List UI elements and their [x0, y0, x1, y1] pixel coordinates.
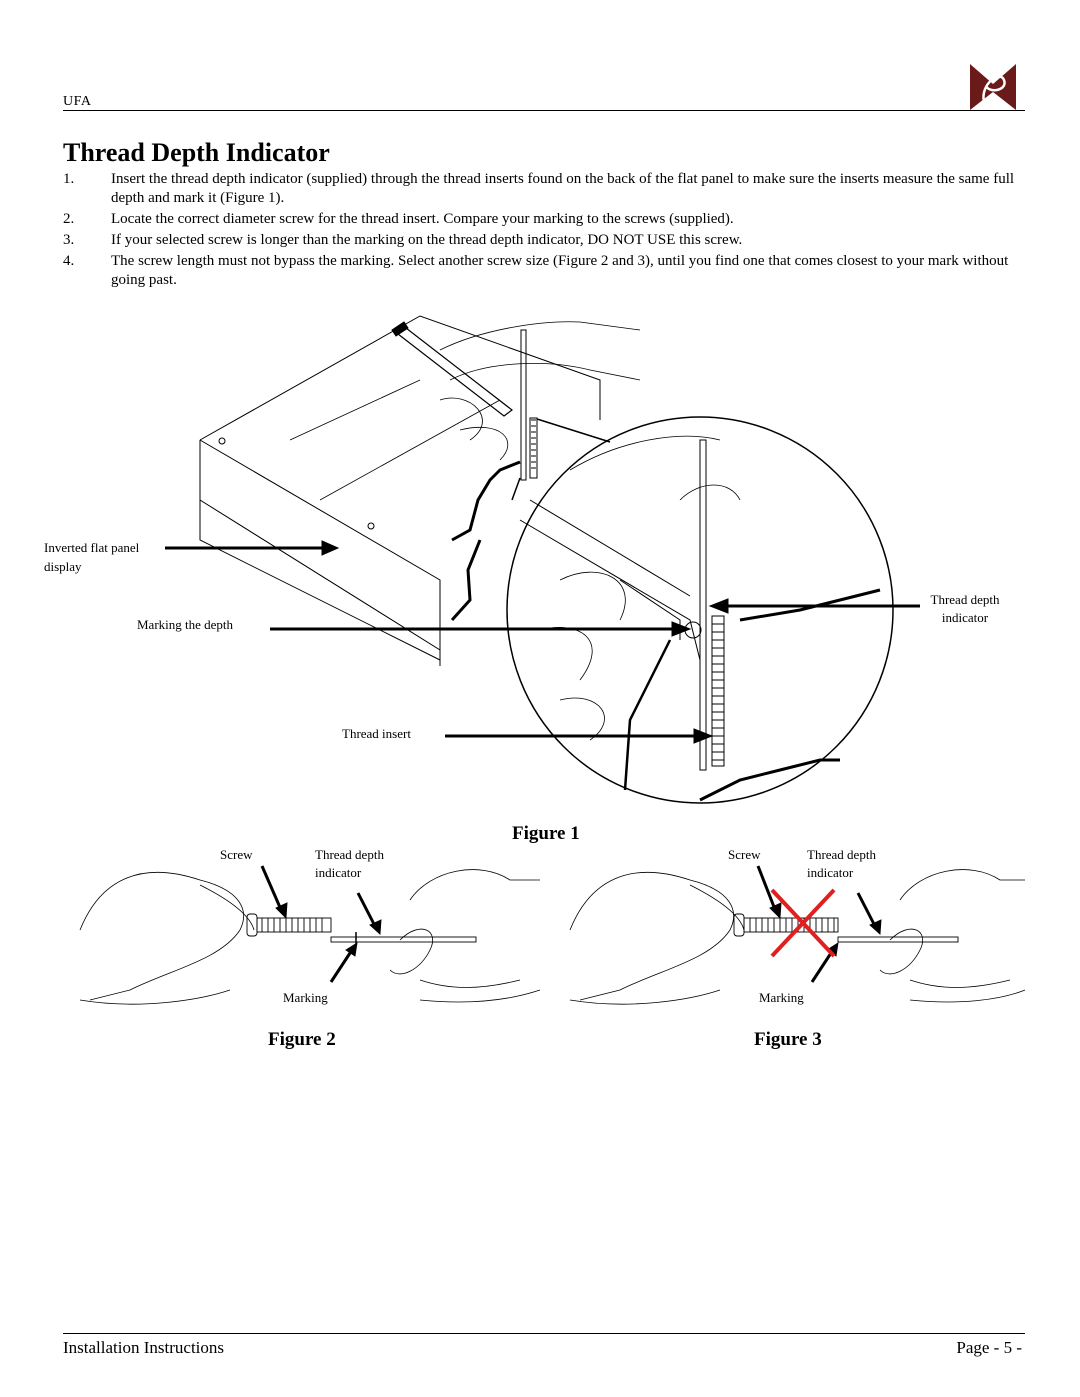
flat-panel-outline: [199, 315, 601, 441]
instruction-list: 1. Insert the thread depth indicator (sup…: [63, 170, 1025, 292]
arrow-screw: [756, 865, 778, 913]
footer-doc-title: Installation Instructions: [63, 1338, 225, 1357]
step-number: 1.: [63, 171, 75, 187]
fig3-label-marking: Marking: [759, 990, 804, 1005]
header-company: UFA: [63, 94, 92, 109]
step-text: Insert the thread depth indicator (suppl…: [111, 171, 1015, 206]
step-number: 3.: [63, 232, 75, 248]
fig2-label-indicator-line1: Thread depth: [315, 847, 384, 862]
footer-page-number: Page - 5 -: [956, 1338, 1022, 1357]
arrow-indicator: [356, 892, 378, 929]
step-text: The screw length must not bypass the mar…: [111, 253, 1009, 288]
step-item: 1. Insert the thread depth indicator (sup…: [63, 170, 1025, 208]
figure2-caption: Figure 2: [268, 1029, 336, 1050]
fig2-label-marking: Marking: [283, 990, 328, 1005]
pencil: [397, 327, 513, 417]
step-number: 2.: [63, 211, 75, 227]
indicator-rod: [837, 936, 959, 943]
label-panel-line1: Inverted flat panel: [44, 540, 140, 555]
label-thread-insert: Thread insert: [342, 726, 411, 741]
arrow-marking: [810, 949, 835, 983]
arrow-marking: [329, 949, 354, 983]
step-item: 2. Locate the correct diameter screw for …: [63, 210, 1025, 229]
step-text: Locate the correct diameter screw for th…: [111, 211, 734, 227]
step-item: 3. If your selected screw is longer than …: [63, 231, 1025, 250]
figure3-caption: Figure 3: [754, 1029, 822, 1050]
thread-depth-indicator: [520, 329, 527, 481]
step-text: If your selected screw is longer than th…: [111, 232, 743, 248]
label-indicator-line2: indicator: [941, 610, 989, 625]
arrow-indicator: [856, 892, 878, 929]
company-logo: [970, 64, 1016, 110]
fig3-label-indicator-line1: Thread depth: [807, 847, 876, 862]
reject-x-mark: [770, 888, 836, 958]
label-marking-depth: Marking the depth: [137, 617, 234, 632]
step-item: 4. The screw length must not bypass the m…: [63, 252, 1025, 290]
fig2-label-indicator-line2: indicator: [315, 865, 362, 880]
fig3-label-screw: Screw: [728, 847, 761, 862]
screw: [256, 917, 332, 933]
fig3-label-indicator-line2: indicator: [807, 865, 854, 880]
label-indicator-line1: Thread depth: [930, 592, 1000, 607]
fig2-label-screw: Screw: [220, 847, 253, 862]
label-panel-line2: display: [44, 559, 82, 574]
screw: [743, 917, 839, 933]
indicator-rod: [330, 936, 477, 943]
header-rule: [63, 110, 1025, 111]
page-title: Thread Depth Indicator: [63, 138, 330, 167]
step-number: 4.: [63, 253, 75, 269]
arrow-screw: [260, 865, 284, 913]
footer-rule: [63, 1333, 1025, 1334]
magnifier-circle: [506, 416, 894, 804]
figure1-caption: Figure 1: [512, 823, 580, 844]
